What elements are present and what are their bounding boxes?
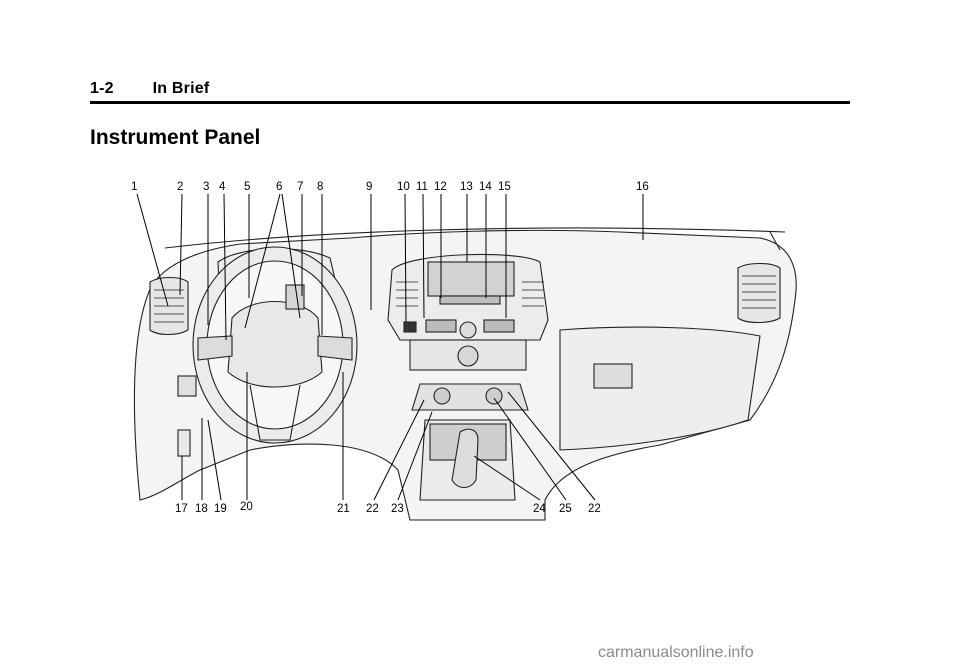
callout-6: 6 [276,181,282,193]
callout-1: 1 [131,181,137,193]
page-header: 1-2 In Brief [90,80,209,98]
callout-16: 16 [636,181,649,193]
callout-12: 12 [434,181,447,193]
callout-25: 25 [559,503,572,515]
callout-15: 15 [498,181,511,193]
callout-9: 9 [366,181,372,193]
callout-3: 3 [203,181,209,193]
callout-14: 14 [479,181,492,193]
callout-11: 11 [416,181,428,193]
callout-2: 2 [177,181,183,193]
watermark: carmanualsonline.info [598,644,754,661]
callout-10: 10 [397,181,410,193]
callout-7: 7 [297,181,303,193]
callout-17: 17 [175,503,188,515]
callout-4: 4 [219,181,226,193]
page-number: 1-2 [90,80,114,97]
callout-19: 19 [214,503,227,515]
callout-22b: 22 [588,503,601,515]
callout-13: 13 [460,181,473,193]
callout-21: 21 [337,503,350,515]
callout-20: 20 [240,501,253,513]
callout-8: 8 [317,181,323,193]
callout-22: 22 [366,503,379,515]
callout-24: 24 [533,503,546,515]
callout-5: 5 [244,181,250,193]
section-name: In Brief [152,80,210,97]
callout-23: 23 [391,503,404,515]
callout-18: 18 [195,503,208,515]
page-title: Instrument Panel [90,126,261,149]
header-rule [90,101,850,104]
